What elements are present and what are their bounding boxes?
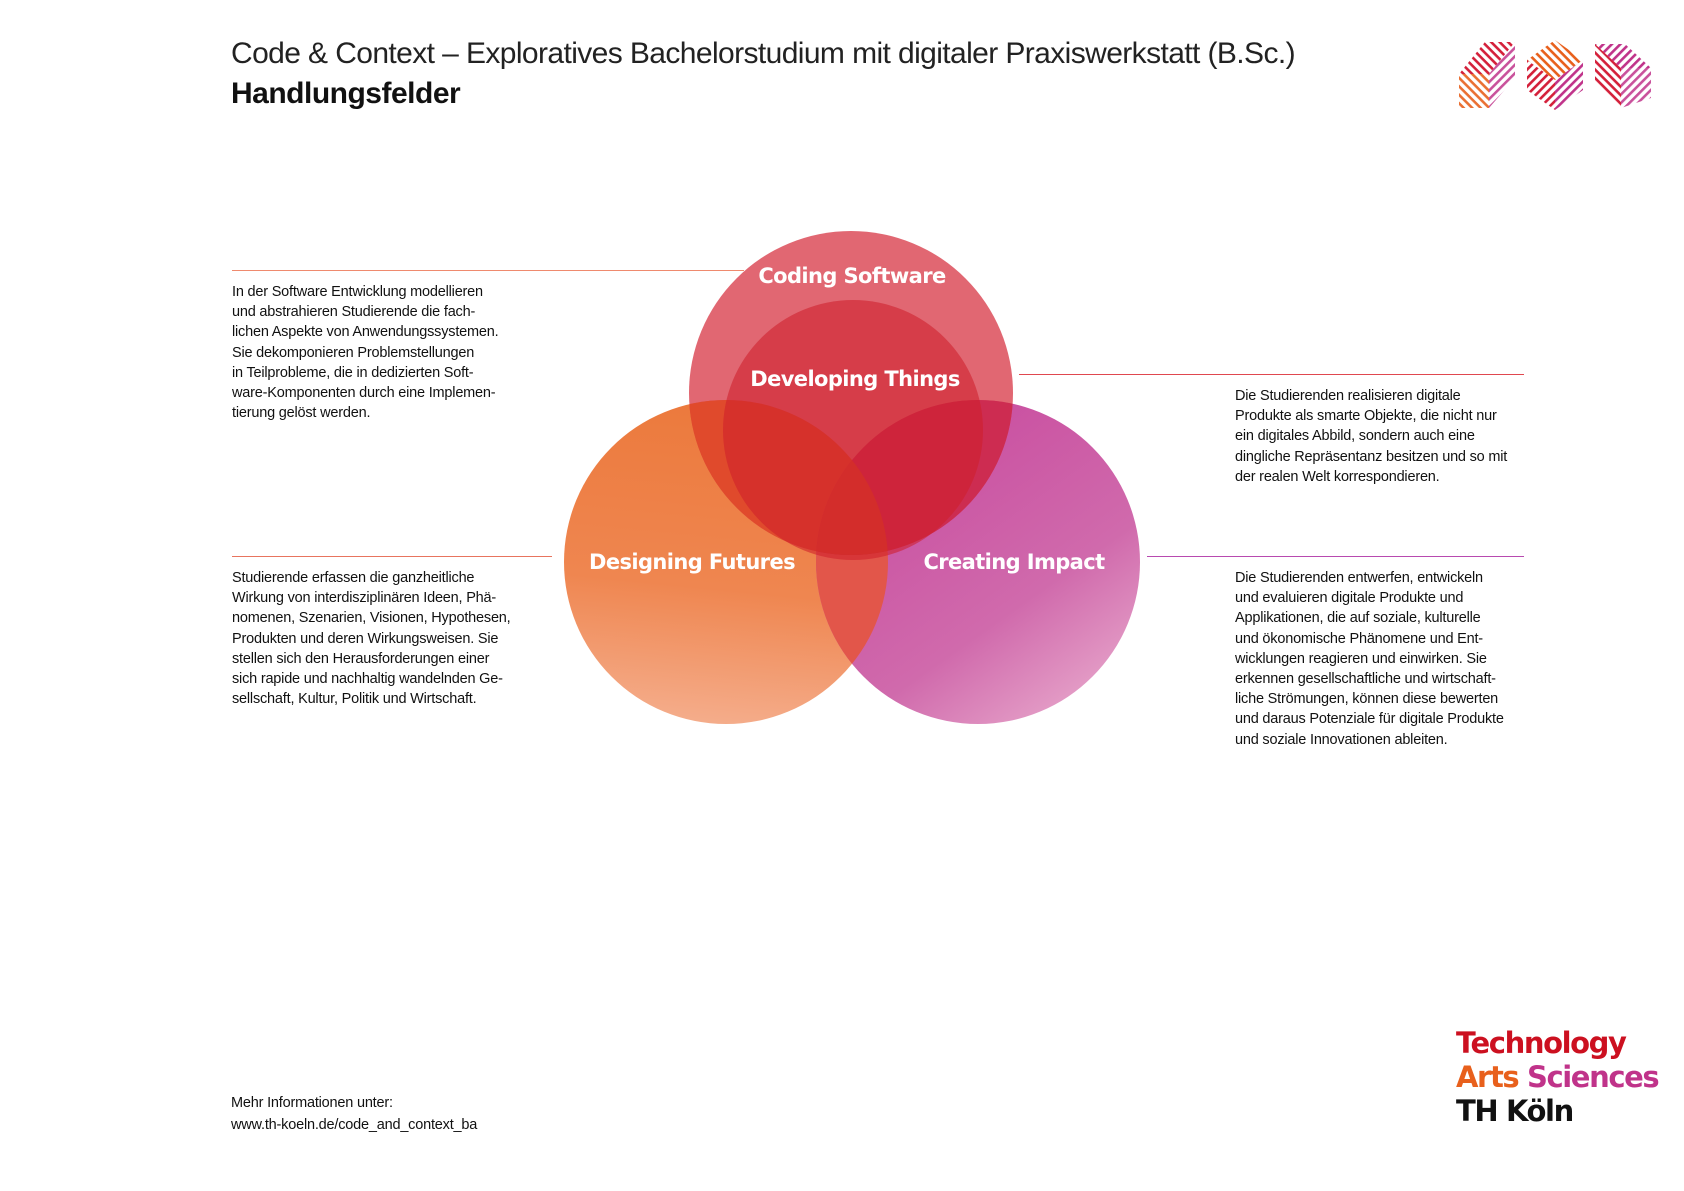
description-line: Produkte als smarte Objekte, die nicht n… <box>1235 408 1497 425</box>
brand-wordmark: Technology Arts Sciences TH Köln <box>1456 1026 1660 1128</box>
rule-designing <box>232 556 552 557</box>
page-title: Code & Context – Exploratives Bachelorst… <box>231 37 1296 70</box>
description-line: Studierende erfassen die ganzheitliche <box>232 570 475 586</box>
footer-info-label: Mehr Informationen unter: <box>231 1095 393 1111</box>
description-line: nomenen, Szenarien, Visionen, Hypothesen… <box>232 610 511 627</box>
description-line: Sie dekomponieren Problemstellungen <box>232 344 475 361</box>
description-line: wicklungen reagieren und einwirken. Sie <box>1235 650 1487 667</box>
description-line: der realen Welt korrespondieren. <box>1235 468 1440 485</box>
description-line: ware-Komponenten durch eine Implemen- <box>232 385 496 402</box>
description-coding-software: In der Software Entwicklung modellieren … <box>232 282 532 423</box>
description-line: und soziale Innovationen ableiten. <box>1235 731 1448 748</box>
description-line: in Teilprobleme, die in dedizierten Soft… <box>232 364 474 381</box>
description-line: sich rapide und nachhaltig wandelnden Ge… <box>232 671 503 688</box>
brand-arts-sciences: Arts Sciences <box>1456 1060 1660 1094</box>
th-koeln-logo-icon <box>1459 40 1651 110</box>
description-line: lichen Aspekte von Anwendungssystemen. <box>232 324 499 341</box>
description-line: Wirkung von interdisziplinären Ideen, Ph… <box>232 590 497 607</box>
description-line: Die Studierenden realisieren digitale <box>1235 388 1461 404</box>
description-line: stellen sich den Herausforderungen einer <box>232 650 490 667</box>
label-developing-things: Developing Things <box>750 367 960 391</box>
brand-arts: Arts <box>1456 1060 1520 1094</box>
circle-developing-things <box>723 300 983 560</box>
description-line: Applikationen, die auf soziale, kulturel… <box>1235 610 1481 627</box>
description-line: dingliche Repräsentanz besitzen und so m… <box>1235 448 1508 465</box>
description-line: und abstrahieren Studierende die fach- <box>232 304 476 321</box>
rule-developing <box>1019 374 1524 375</box>
footer-info: Mehr Informationen unter: www.th-koeln.d… <box>231 1092 477 1136</box>
brand-institution: TH Köln <box>1456 1094 1574 1128</box>
description-developing-things: Die Studierenden realisieren digitale Pr… <box>1235 386 1535 487</box>
brand-technology: Technology <box>1456 1026 1627 1060</box>
description-line: liche Strömungen, können diese bewerten <box>1235 691 1499 708</box>
description-line: tierung gelöst werden. <box>232 405 371 422</box>
label-coding-software: Coding Software <box>758 264 946 288</box>
description-line: und daraus Potenziale für digitale Produ… <box>1235 711 1504 728</box>
page-header: Code & Context – Exploratives Bachelorst… <box>231 34 1296 114</box>
description-line: erkennen gesellschaftliche und wirtschaf… <box>1235 671 1496 688</box>
description-line: und evaluieren digitale Produkte und <box>1235 590 1464 607</box>
description-designing-futures: Studierende erfassen die ganzheitliche W… <box>232 568 532 709</box>
brand-sciences: Sciences <box>1526 1060 1660 1094</box>
description-line: und ökonomische Phänomene und Ent- <box>1235 630 1483 647</box>
description-creating-impact: Die Studierenden entwerfen, entwickeln u… <box>1235 568 1535 750</box>
footer-info-link[interactable]: www.th-koeln.de/code_and_context_ba <box>231 1117 478 1133</box>
rule-coding <box>232 270 744 271</box>
label-designing-futures: Designing Futures <box>589 550 795 574</box>
label-creating-impact: Creating Impact <box>923 550 1105 574</box>
page-subtitle: Handlungsfelder <box>231 77 461 110</box>
description-line: In der Software Entwicklung modellieren <box>232 284 483 300</box>
description-line: Die Studierenden entwerfen, entwickeln <box>1235 570 1483 586</box>
description-line: ein digitales Abbild, sondern auch eine <box>1235 428 1475 445</box>
description-line: sellschaft, Kultur, Politik und Wirtscha… <box>232 691 477 708</box>
description-line: Produkten und deren Wirkungsweisen. Sie <box>232 630 499 647</box>
rule-creating <box>1147 556 1524 557</box>
